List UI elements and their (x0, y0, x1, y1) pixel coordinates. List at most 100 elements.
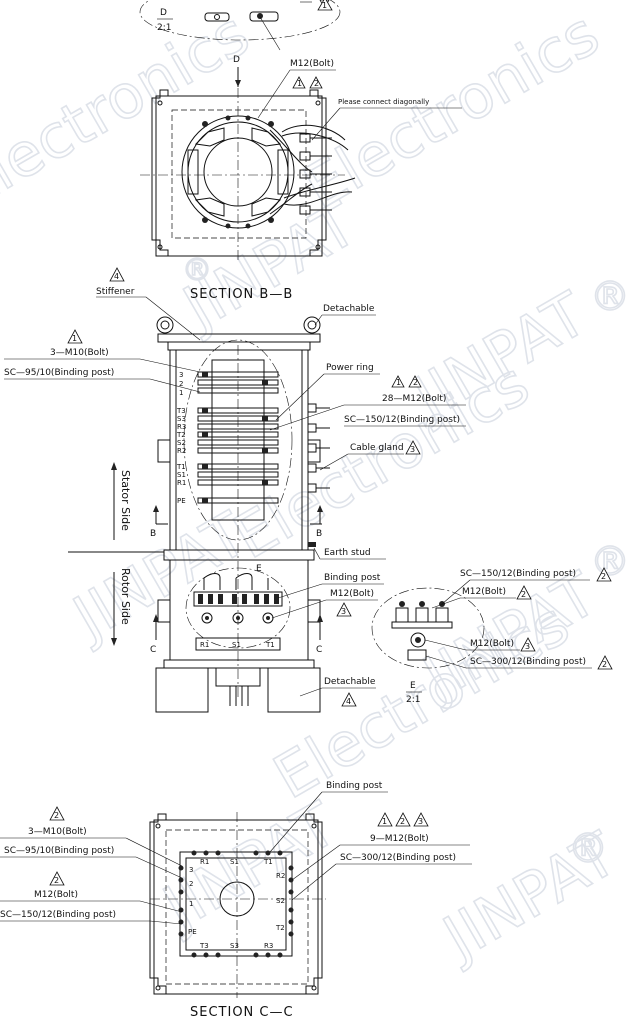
detachable-bottom-label: Detachable (324, 677, 376, 687)
ring-label-s1: S1 (177, 471, 186, 479)
detail-e-scale: 2:1 (406, 695, 420, 705)
bolt-top-label: 3—M10(Bolt) (50, 348, 109, 358)
rev-triangle (292, 76, 306, 89)
ring-label-1: 1 (179, 389, 183, 397)
section-bb-bolt: M12(Bolt) (290, 59, 334, 69)
section-mark-b-left: B (150, 529, 156, 539)
cc-right-post: SC—300/12(Binding post) (340, 853, 456, 863)
cable-gland-label: Cable gland (350, 443, 404, 453)
cc-right-rev-1: 1 (382, 817, 387, 826)
watermark-registered-3: ® (568, 826, 608, 872)
rev-triangle (520, 637, 536, 652)
rev-triangle (49, 871, 65, 886)
bolt-lower-label: M12(Bolt) (330, 589, 374, 599)
rev-triangle (317, 0, 333, 11)
detail-e-label: E (410, 681, 416, 691)
rev-triangle (109, 267, 125, 282)
section-bb: D (140, 55, 462, 302)
rev-triangle (341, 692, 357, 707)
section-bb-rev-1: 1 (297, 79, 302, 88)
cc-terminal-pe: PE (188, 928, 197, 936)
stiffener-rev: 4 (114, 272, 119, 281)
cc-binding-post: Binding post (326, 781, 383, 791)
detail-d: D 2:1 1 (139, 0, 341, 51)
section-bb-note: Please connect diagonally (338, 98, 429, 106)
rev-triangle (597, 655, 613, 670)
section-mark-c-left: C (150, 645, 156, 655)
rev-triangle (391, 375, 405, 388)
cc-right-rev-3: 3 (418, 817, 423, 826)
cc-terminal-r3: R3 (264, 942, 273, 950)
detail-e-post-bottom: SC—300/12(Binding post) (470, 657, 586, 667)
marker-e: E (256, 564, 262, 574)
rev-triangle (309, 76, 323, 89)
cc-terminal-2: 2 (189, 880, 193, 888)
cable-gland-rev: 3 (410, 445, 415, 454)
view-marker-d: D (233, 55, 240, 65)
detachable-bottom-rev: 4 (346, 697, 351, 706)
cc-terminal-s3: S3 (230, 942, 239, 950)
post-right-label: SC—150/12(Binding post) (344, 415, 460, 425)
cc-terminal-s1: S1 (230, 858, 239, 866)
cc-left-rev-2: 2 (54, 876, 59, 885)
watermark-registered-4: ® (182, 253, 212, 288)
cc-terminal-r1: R1 (200, 858, 209, 866)
section-bb-rev-2: 2 (314, 79, 319, 88)
section-mark-b-right: B (316, 529, 322, 539)
cc-terminal-t1: T1 (263, 858, 273, 866)
stiffener-label: Stiffener (96, 287, 135, 297)
watermark-layer: JINPAT Electronics JINPAT Electronics JI… (0, 0, 630, 976)
cc-left-post-2: SC—150/12(Binding post) (0, 910, 116, 920)
detail-e-bolt-bottom-rev: 3 (525, 642, 530, 651)
bolt-right-rev-1: 1 (396, 378, 401, 387)
cc-terminal-s2: S2 (276, 897, 285, 905)
rev-triangle (395, 812, 411, 827)
section-cc: R1 S1 T1 R2 S2 T2 R3 S3 T3 1 2 3 PE Bind… (0, 781, 472, 1020)
bolt-lower-rev: 3 (341, 607, 346, 616)
terminal-r1: R1 (200, 641, 209, 649)
detail-d-label: D (160, 8, 167, 18)
rev-triangle (413, 812, 429, 827)
detail-d-rev: 1 (322, 1, 327, 10)
detail-e-bolt-top: M12(Bolt) (462, 587, 506, 597)
rev-triangle (67, 329, 83, 344)
detachable-top-label: Detachable (323, 304, 375, 314)
ring-label-s3: S3 (177, 415, 186, 423)
binding-post-label: Binding post (324, 573, 381, 583)
section-bb-title: SECTION B—B (190, 287, 293, 302)
cc-left-bolt-2: M12(Bolt) (34, 890, 78, 900)
cc-terminal-t2: T2 (275, 924, 285, 932)
cc-left-post-1: SC—95/10(Binding post) (4, 846, 114, 856)
ring-label-pe: PE (177, 497, 186, 505)
detail-d-scale: 2:1 (157, 23, 171, 33)
earth-stud-label: Earth stud (324, 548, 371, 558)
watermark-registered: ® (590, 274, 630, 320)
cc-right-rev-2: 2 (400, 817, 405, 826)
detail-e-post-bottom-rev: 2 (602, 660, 607, 669)
ring-label-3: 3 (179, 371, 183, 379)
cc-left-bolt-1: 3—M10(Bolt) (28, 827, 87, 837)
detail-e: SC—150/12(Binding post) 2 M12(Bolt) 2 M1… (371, 567, 613, 705)
rev-triangle (405, 440, 421, 455)
post-top-label: SC—95/10(Binding post) (4, 368, 114, 378)
rev-triangle (49, 806, 65, 821)
terminal-s1: S1 (232, 641, 241, 649)
cc-terminal-posts (178, 850, 294, 958)
detail-e-bolt-top-rev: 2 (521, 590, 526, 599)
terminal-t1: T1 (265, 641, 275, 649)
rev-triangle (336, 602, 352, 617)
bolt-right-label: 28—M12(Bolt) (382, 394, 446, 404)
ring-label-r2: R2 (177, 447, 186, 455)
cc-terminal-1: 1 (189, 900, 193, 908)
power-ring-label: Power ring (326, 363, 374, 373)
side-elevation: 4 Stiffener Detachable (4, 267, 466, 713)
ring-label-s2: S2 (177, 439, 186, 447)
watermark-registered-2: ® (590, 539, 630, 585)
section-cc-title: SECTION C—C (190, 1005, 294, 1020)
stator-side-label: Stator Side (119, 470, 132, 531)
watermark-sub-4: Electronics (0, 0, 261, 223)
rev-triangle (408, 375, 422, 388)
ring-label-t1: T1 (176, 463, 186, 471)
ring-label-2: 2 (179, 380, 183, 388)
